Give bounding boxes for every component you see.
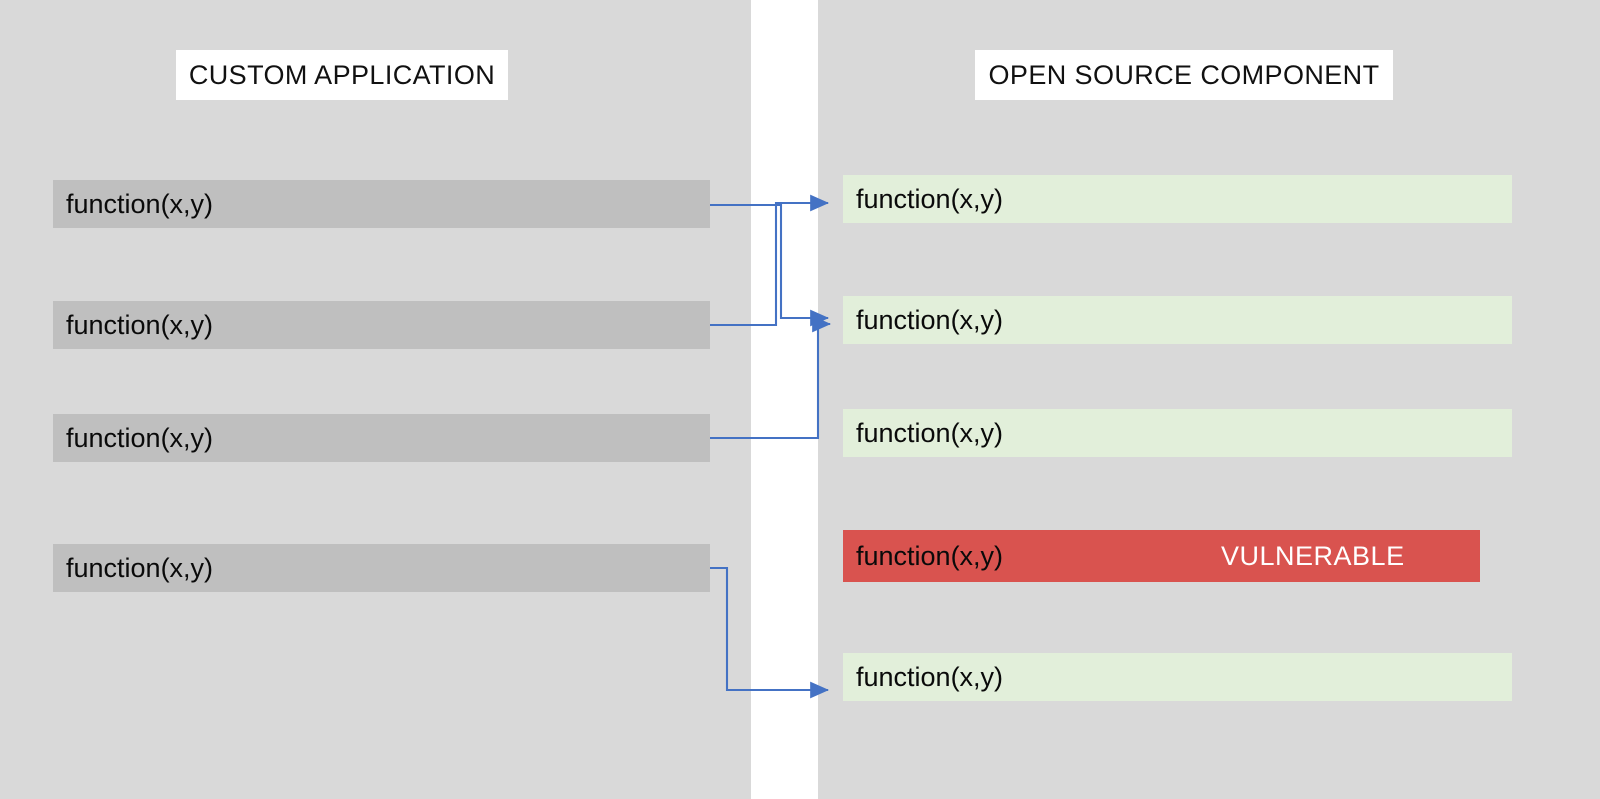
opensource-function-box[interactable]: function(x,y) (843, 296, 1512, 344)
opensource-function-label: function(x,y) (856, 540, 1004, 571)
vulnerable-status-badge: VULNERABLE (1221, 540, 1405, 571)
opensource-function-box[interactable]: function(x,y) (843, 175, 1512, 223)
custom-application-header: CUSTOM APPLICATION (176, 50, 508, 100)
panel-divider (751, 0, 818, 799)
opensource-function-box-vulnerable[interactable]: function(x,y) VULNERABLE (843, 530, 1480, 582)
custom-function-box[interactable]: function(x,y) (53, 544, 710, 592)
custom-function-box[interactable]: function(x,y) (53, 180, 710, 228)
custom-function-box[interactable]: function(x,y) (53, 301, 710, 349)
opensource-function-box[interactable]: function(x,y) (843, 409, 1512, 457)
custom-function-box[interactable]: function(x,y) (53, 414, 710, 462)
open-source-component-header: OPEN SOURCE COMPONENT (975, 50, 1393, 100)
opensource-function-box[interactable]: function(x,y) (843, 653, 1512, 701)
